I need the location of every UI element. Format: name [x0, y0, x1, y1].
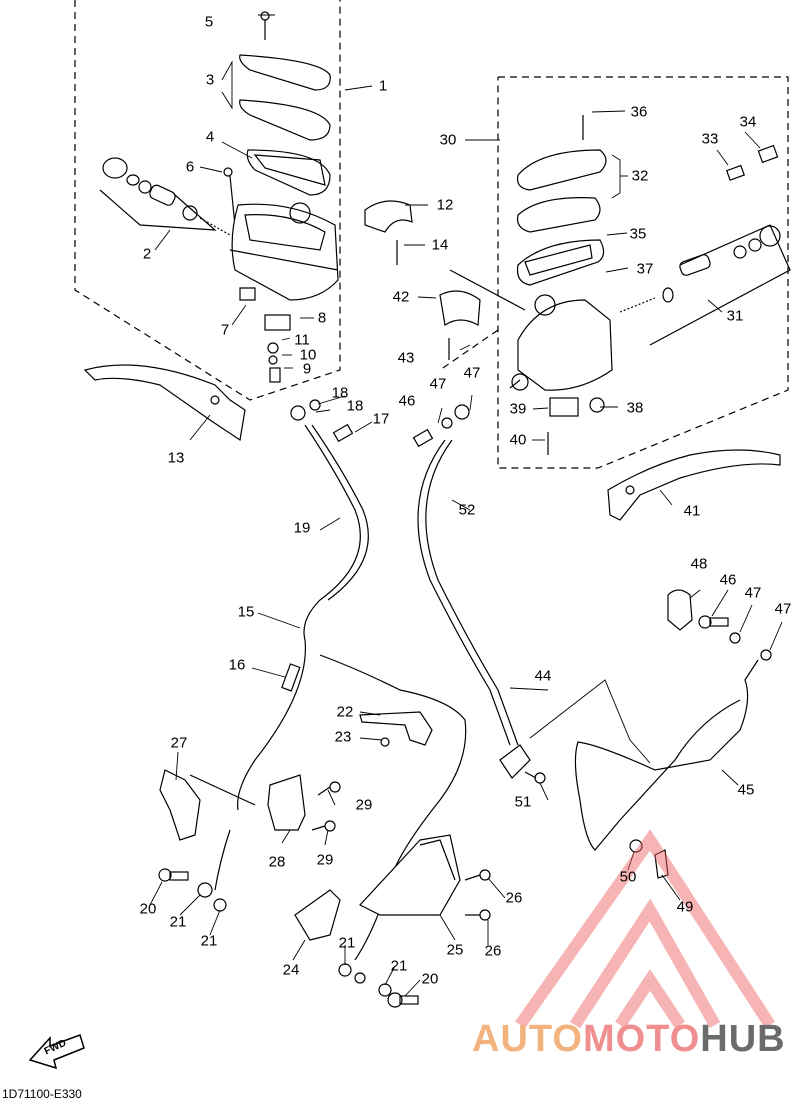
left-handlebar-clamp [364, 200, 413, 233]
left-piston-kit [99, 157, 231, 236]
callout-30: 30 [439, 131, 457, 149]
callout-52: 52 [458, 501, 476, 519]
callout-13: 13 [167, 449, 185, 467]
callout-21c: 21 [338, 934, 356, 952]
callout-50: 50 [619, 868, 637, 886]
clamp-48 [667, 589, 693, 631]
callout-21a: 21 [169, 913, 187, 931]
callout-42: 42 [392, 288, 410, 306]
callout-20a: 20 [139, 900, 157, 918]
callout-44: 44 [534, 667, 552, 685]
right-lever [607, 449, 781, 521]
bracket-28 [267, 774, 306, 831]
watermark-part-1: AUTO [472, 1018, 583, 1060]
callout-19: 19 [293, 519, 311, 537]
hose-44 [417, 439, 511, 746]
callout-22: 22 [336, 703, 354, 721]
bracket-22 [359, 711, 433, 746]
callout-14: 14 [431, 236, 449, 254]
callout-21b: 21 [200, 932, 218, 950]
callout-24: 24 [282, 961, 300, 979]
callout-7: 7 [220, 321, 230, 339]
hose-15-inner [311, 424, 369, 601]
watermark-part-3: HUB [700, 1018, 786, 1060]
watermark-logo [515, 829, 776, 1029]
right-handlebar-clamp [439, 290, 481, 327]
fwd-arrow-icon [28, 1034, 85, 1070]
callout-32: 32 [631, 167, 649, 185]
callout-3: 3 [205, 71, 215, 89]
left-lever [83, 364, 246, 442]
callout-40: 40 [509, 431, 527, 449]
leader-lines [149, 14, 783, 997]
bracket-24 [294, 889, 341, 941]
right-reservoir-cap [516, 115, 607, 286]
callout-35: 35 [629, 225, 647, 243]
callout-29a: 29 [355, 796, 373, 814]
callout-23: 23 [334, 728, 352, 746]
callout-5: 5 [204, 13, 214, 31]
banjo-fitting [499, 744, 531, 779]
callout-11: 11 [294, 331, 310, 349]
callout-1: 1 [378, 77, 388, 95]
callout-47d: 47 [774, 600, 792, 618]
left-master-cylinder-body [229, 202, 339, 301]
callout-20b: 20 [421, 970, 439, 988]
callout-43: 43 [397, 349, 415, 367]
callout-41: 41 [683, 502, 701, 520]
callout-33: 33 [701, 130, 719, 148]
callout-18b: 18 [346, 397, 364, 415]
callout-34: 34 [739, 113, 757, 131]
callout-47c: 47 [744, 584, 762, 602]
watermark-part-2: MOTO [582, 1018, 701, 1060]
callout-28: 28 [268, 853, 286, 871]
left-switch [239, 287, 291, 383]
left-assembly-boundary [74, 0, 341, 401]
callout-47b: 47 [463, 364, 481, 382]
callout-38: 38 [626, 399, 644, 417]
callout-37: 37 [636, 260, 654, 278]
callout-39: 39 [509, 400, 527, 418]
callout-46b: 46 [719, 571, 737, 589]
right-master-cylinder-body [509, 294, 613, 391]
callout-25: 25 [446, 941, 464, 959]
diagram-code: 1D71100-E330 [2, 1087, 82, 1101]
callout-6: 6 [185, 158, 195, 176]
right-assembly-boundary [497, 76, 789, 469]
callout-2: 2 [142, 245, 152, 263]
callout-18a: 18 [331, 384, 349, 402]
brake-pipe-45 [574, 659, 759, 851]
right-switch [547, 397, 605, 455]
callout-36: 36 [630, 103, 648, 121]
bracket-25 [359, 834, 461, 916]
callout-8: 8 [317, 309, 327, 327]
callout-48: 48 [690, 555, 708, 573]
callout-26b: 26 [484, 942, 502, 960]
callout-15: 15 [237, 603, 255, 621]
hose-15 [237, 424, 361, 811]
callout-51: 51 [514, 793, 532, 811]
callout-46a: 46 [398, 392, 416, 410]
callout-16: 16 [228, 656, 246, 674]
callout-12: 12 [436, 196, 454, 214]
callout-26a: 26 [505, 889, 523, 907]
callout-47a: 47 [429, 375, 447, 393]
callout-9: 9 [302, 360, 312, 378]
right-piston-kit [619, 144, 791, 346]
callout-31: 31 [726, 307, 744, 325]
callout-10: 10 [299, 346, 317, 364]
watermark-text: AUTOMOTOHUB [472, 1018, 786, 1061]
callout-27: 27 [170, 734, 188, 752]
callout-45: 45 [737, 781, 755, 799]
callout-4: 4 [205, 128, 215, 146]
callout-49: 49 [676, 898, 694, 916]
callout-17: 17 [372, 410, 390, 428]
callout-29b: 29 [316, 851, 334, 869]
callout-21d: 21 [390, 957, 408, 975]
bracket-27 [159, 769, 201, 841]
